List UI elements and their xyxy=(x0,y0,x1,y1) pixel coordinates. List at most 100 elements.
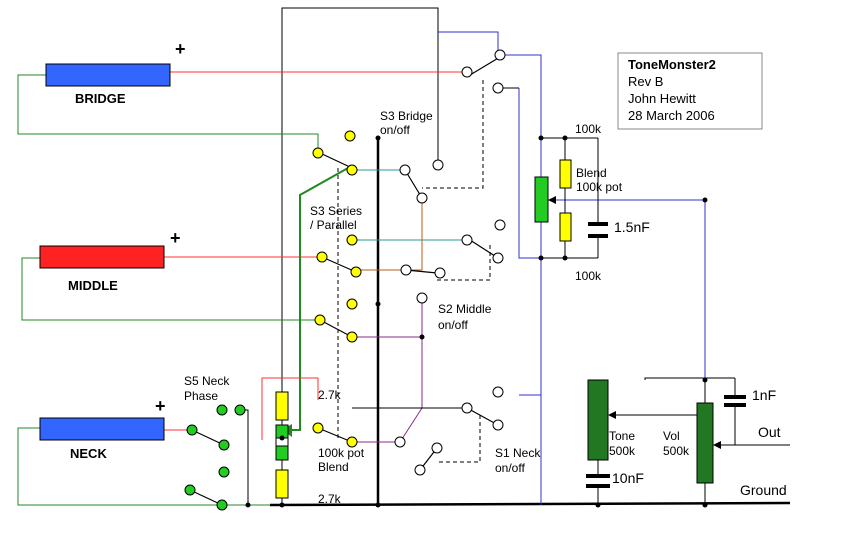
link-s1 xyxy=(437,415,481,463)
label-cap-vol: 1nF xyxy=(752,387,776,403)
wire-blend-arrow xyxy=(290,167,349,431)
label-blend-1: Blend xyxy=(576,166,607,180)
lever-s3 xyxy=(469,56,501,76)
pot-tone-wiper xyxy=(608,411,616,419)
label-r27-top: 2.7k xyxy=(318,388,342,402)
junction-dot-11 xyxy=(279,502,285,508)
label-out: Out xyxy=(758,424,781,440)
wire-s5-black xyxy=(240,409,249,505)
lever-s3-series2 xyxy=(321,256,357,273)
wire-brown xyxy=(356,198,423,271)
contact-yellow-0 xyxy=(344,130,356,142)
label-s5-1: S5 Neck xyxy=(184,374,230,388)
label-s2-middle-1: S2 Middle xyxy=(438,302,492,316)
cap-tone-b xyxy=(586,484,610,488)
resistor-100k-top xyxy=(559,159,572,189)
cap-vol-b xyxy=(724,403,746,407)
label-neck: NECK xyxy=(70,446,107,461)
wire-purple-2 xyxy=(352,298,423,443)
contact-white-9 xyxy=(400,264,412,276)
polarity-neck: + xyxy=(155,396,166,416)
title-block-title: ToneMonster2 xyxy=(628,57,716,72)
label-middle: MIDDLE xyxy=(68,278,118,293)
label-cap-blend: 1.5nF xyxy=(614,219,650,235)
lever-s5 xyxy=(191,429,225,446)
label-s3-series-2: / Parallel xyxy=(310,218,357,232)
contact-yellow-3 xyxy=(316,251,328,263)
cap-vol xyxy=(724,395,746,399)
junction-dot-9 xyxy=(595,502,601,508)
contact-white-10 xyxy=(494,219,506,231)
contact-white-15 xyxy=(431,442,443,454)
junction-dot-14 xyxy=(279,435,285,441)
wire-bridge-green xyxy=(17,74,319,153)
label-s1-neck-2: on/off xyxy=(495,461,525,475)
contact-white-17 xyxy=(414,464,426,476)
label-bridge: BRIDGE xyxy=(75,91,126,106)
contact-green-3 xyxy=(218,439,230,451)
lever-s1 xyxy=(466,407,499,426)
pot-blend xyxy=(534,176,549,223)
contact-white-16 xyxy=(394,436,406,448)
contact-white-2 xyxy=(416,192,428,204)
junction-dot-7 xyxy=(702,377,708,383)
wire-top-loop xyxy=(281,7,439,472)
contact-white-3 xyxy=(461,66,473,78)
pot-tone xyxy=(587,379,609,461)
junction-dot-2 xyxy=(538,135,544,141)
contact-green-6 xyxy=(216,499,228,511)
pickup-bridge xyxy=(45,63,171,87)
junction-dot-0 xyxy=(375,301,381,307)
contact-white-13 xyxy=(461,402,473,414)
lever-s5b xyxy=(189,489,223,506)
contact-yellow-8 xyxy=(346,331,358,343)
label-ground: Ground xyxy=(740,482,787,498)
label-s2-middle-2: on/off xyxy=(438,318,468,332)
contact-yellow-5 xyxy=(346,234,358,246)
label-s5-2: Phase xyxy=(184,389,218,403)
label-tone-2: 500k xyxy=(609,444,636,458)
wire-middle-green xyxy=(21,257,320,321)
label-blend-2: 100k pot xyxy=(576,180,623,194)
label-blend2-2: Blend xyxy=(318,460,349,474)
contact-white-6 xyxy=(461,234,473,246)
pickup-middle xyxy=(39,245,165,269)
label-r27-bottom: 2.7k xyxy=(318,492,342,506)
contact-white-8 xyxy=(434,267,446,279)
contact-white-11 xyxy=(416,292,428,304)
label-s3-bridge-1: S3 Bridge xyxy=(380,109,433,123)
contact-green-0 xyxy=(216,404,228,416)
wire-neck-pot-red xyxy=(261,377,319,440)
junction-dots xyxy=(245,135,708,508)
lever-s2 xyxy=(469,239,499,259)
label-tone-1: Tone xyxy=(609,429,635,443)
contact-yellow-2 xyxy=(346,164,358,176)
junction-dot-10 xyxy=(702,502,708,508)
junction-dot-6 xyxy=(419,334,425,340)
contact-white-0 xyxy=(432,159,444,171)
contact-white-7 xyxy=(492,252,504,264)
pot-blend-wiper xyxy=(548,196,556,204)
junction-dot-1 xyxy=(375,135,381,141)
contact-white-12 xyxy=(492,386,504,398)
contact-green-5 xyxy=(184,484,196,496)
title-block-date: 28 March 2006 xyxy=(628,108,715,123)
switch-contacts xyxy=(184,49,506,511)
contact-green-2 xyxy=(186,424,198,436)
polarity-bridge: + xyxy=(175,39,186,59)
junction-dot-13 xyxy=(375,502,381,508)
cap-blend-b xyxy=(588,234,608,238)
link-s3-bridge xyxy=(422,80,484,189)
lever-s3-series3 xyxy=(319,319,353,338)
title-block-author: John Hewitt xyxy=(628,91,696,106)
label-vol-2: 500k xyxy=(663,444,690,458)
resistor-27k-bottom xyxy=(275,469,289,499)
title-block-rev: Rev B xyxy=(628,74,663,89)
resistor-27k-top xyxy=(275,391,289,421)
cap-blend xyxy=(588,222,608,226)
contact-yellow-4 xyxy=(350,266,362,278)
pot-vol-wiper xyxy=(713,441,721,449)
label-s3-bridge-2: on/off xyxy=(380,123,410,137)
label-s1-neck-1: S1 Neck xyxy=(495,446,541,460)
